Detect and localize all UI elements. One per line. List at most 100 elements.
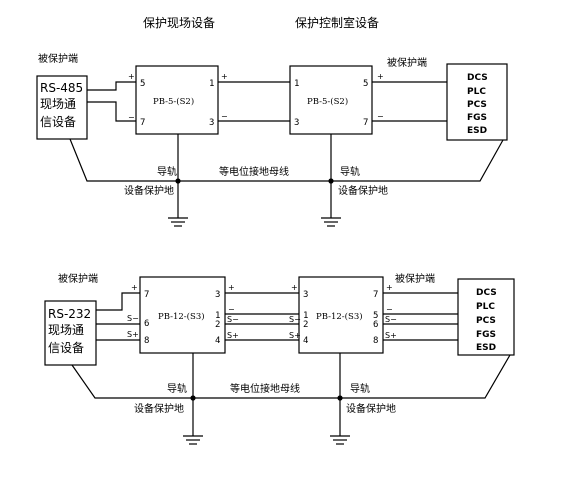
top-field-device-box bbox=[36, 75, 88, 140]
bottom-mr-pin-6: 6 bbox=[373, 320, 378, 330]
top-left-terminal-label: 被保护端 bbox=[38, 52, 78, 65]
bottom-mr-pin-5: 5 bbox=[373, 311, 378, 321]
bottom-ml-pin-3: 3 bbox=[215, 290, 220, 300]
bottom-sys-plc: PLC bbox=[476, 302, 495, 312]
bottom-rail-left-label: 导轨 bbox=[167, 382, 187, 395]
top-mr-pin-5: 5 bbox=[363, 79, 368, 89]
top-field-device-header: 保护现场设备 bbox=[143, 16, 215, 30]
top-ground-bus bbox=[69, 138, 504, 182]
bottom-left-terminal-label: 被保护端 bbox=[58, 272, 98, 285]
bottom-sys-pcs: PCS bbox=[476, 316, 496, 326]
top-mk-plus-2: + bbox=[221, 72, 228, 81]
bottom-module-right bbox=[298, 276, 384, 354]
bottom-mk-splus-2: S+ bbox=[227, 331, 239, 340]
top-rail-left-label: 导轨 bbox=[157, 165, 177, 178]
bottom-rail-right-label: 导轨 bbox=[350, 382, 370, 395]
bottom-mk-plus-2: + bbox=[228, 283, 235, 292]
bottom-mk-plus-3: + bbox=[291, 283, 298, 292]
top-sys-fgs: FGS bbox=[467, 113, 487, 123]
bottom-mk-plus-4: + bbox=[386, 283, 393, 292]
top-ground-right-label: 设备保护地 bbox=[338, 184, 388, 197]
bottom-mr-pin-7: 7 bbox=[373, 290, 378, 300]
top-ml-pin-5: 5 bbox=[140, 79, 145, 89]
top-mk-minus-2: − bbox=[221, 112, 228, 121]
top-sys-dcs: DCS bbox=[467, 73, 488, 83]
bottom-ml-pin-6: 6 bbox=[144, 319, 149, 329]
bottom-right-terminal-label: 被保护端 bbox=[395, 272, 435, 285]
bottom-module-left-label: PB-12-(S3) bbox=[158, 311, 205, 322]
top-mr-pin-3: 3 bbox=[294, 118, 299, 128]
bottom-field-device-box bbox=[44, 300, 97, 366]
bottom-device-line1: RS-232 bbox=[48, 307, 91, 321]
top-wire-dev-plus bbox=[87, 81, 136, 91]
top-wire-dev-minus bbox=[87, 101, 136, 122]
bottom-ml-pin-2: 2 bbox=[215, 320, 220, 330]
bottom-mk-plus-1: + bbox=[131, 283, 138, 292]
bottom-mr-pin-3: 3 bbox=[303, 290, 308, 300]
top-sys-pcs: PCS bbox=[467, 100, 487, 110]
bottom-mk-splus-1: S+ bbox=[127, 330, 139, 339]
top-module-right-label: PB-5-(S2) bbox=[307, 96, 348, 107]
bottom-ml-pin-4: 4 bbox=[215, 336, 220, 346]
bottom-mk-sminus-3: S− bbox=[289, 315, 301, 324]
bottom-system-box bbox=[457, 278, 515, 356]
bottom-sys-fgs: FGS bbox=[476, 330, 496, 340]
bottom-ml-pin-7: 7 bbox=[144, 290, 149, 300]
bottom-mr-pin-4: 4 bbox=[303, 336, 308, 346]
top-sys-plc: PLC bbox=[467, 87, 486, 97]
top-device-line1: RS-485 bbox=[40, 81, 83, 95]
top-mr-pin-7: 7 bbox=[363, 118, 368, 128]
bottom-module-left bbox=[139, 276, 226, 354]
top-module-right bbox=[289, 65, 373, 135]
bottom-bus-label: 等电位接地母线 bbox=[230, 382, 300, 395]
bottom-mr-pin-2: 2 bbox=[303, 320, 308, 330]
bottom-ground-right-label: 设备保护地 bbox=[346, 402, 396, 415]
top-ml-pin-7: 7 bbox=[140, 118, 145, 128]
bottom-sys-esd: ESD bbox=[476, 343, 496, 353]
top-mk-plus-3: + bbox=[377, 72, 384, 81]
bottom-mr-pin-8: 8 bbox=[373, 336, 378, 346]
bottom-mk-minus-2: − bbox=[228, 305, 235, 314]
bottom-mk-minus-4: − bbox=[386, 305, 393, 314]
ground-icon bbox=[330, 398, 350, 445]
bottom-mk-sminus-4: S− bbox=[385, 315, 397, 324]
ground-icon bbox=[321, 181, 341, 227]
top-mk-minus-1: − bbox=[128, 113, 135, 122]
top-ml-pin-1: 1 bbox=[209, 79, 214, 89]
ground-icon bbox=[183, 398, 203, 445]
top-mk-minus-3: − bbox=[377, 112, 384, 121]
bottom-mk-splus-3: S+ bbox=[289, 331, 301, 340]
bottom-module-right-label: PB-12-(S3) bbox=[316, 311, 363, 322]
bottom-mk-splus-4: S+ bbox=[385, 331, 397, 340]
top-device-line2: 现场通 bbox=[40, 97, 76, 111]
top-device-line3: 信设备 bbox=[40, 115, 76, 129]
top-rail-right-label: 导轨 bbox=[340, 165, 360, 178]
top-system-box bbox=[446, 63, 508, 141]
top-ml-pin-3: 3 bbox=[209, 118, 214, 128]
top-control-room-header: 保护控制室设备 bbox=[295, 15, 379, 30]
bottom-ml-pin-8: 8 bbox=[144, 336, 149, 346]
bottom-sys-dcs: DCS bbox=[476, 288, 497, 298]
top-module-left bbox=[135, 65, 219, 135]
top-module-left-label: PB-5-(S2) bbox=[153, 96, 194, 107]
bottom-diagram: 被保护端 被保护端 RS-232 现场通 信设备 PB-12-(S3) 7 6 … bbox=[44, 272, 515, 445]
bottom-ml-pin-1: 1 bbox=[215, 311, 220, 321]
bottom-mr-pin-1: 1 bbox=[303, 311, 308, 321]
bottom-wire-dev-plus bbox=[96, 292, 140, 311]
bottom-mk-sminus-2: S− bbox=[227, 315, 239, 324]
top-diagram: 保护现场设备 保护控制室设备 被保护端 被保护端 RS-485 现场通 信设备 … bbox=[36, 15, 508, 227]
top-mr-pin-1: 1 bbox=[294, 79, 299, 89]
bottom-device-line2: 现场通 bbox=[48, 323, 84, 337]
top-bus-label: 等电位接地母线 bbox=[219, 165, 289, 178]
ground-icon bbox=[168, 181, 188, 227]
bottom-device-line3: 信设备 bbox=[48, 341, 84, 355]
top-right-terminal-label: 被保护端 bbox=[387, 56, 427, 69]
top-sys-esd: ESD bbox=[467, 126, 487, 136]
bottom-ground-bus bbox=[71, 354, 511, 399]
top-mk-plus-1: + bbox=[128, 72, 135, 81]
bottom-ground-left-label: 设备保护地 bbox=[134, 402, 184, 415]
bottom-mk-sminus-1: S− bbox=[127, 314, 139, 323]
top-ground-left-label: 设备保护地 bbox=[124, 184, 174, 197]
